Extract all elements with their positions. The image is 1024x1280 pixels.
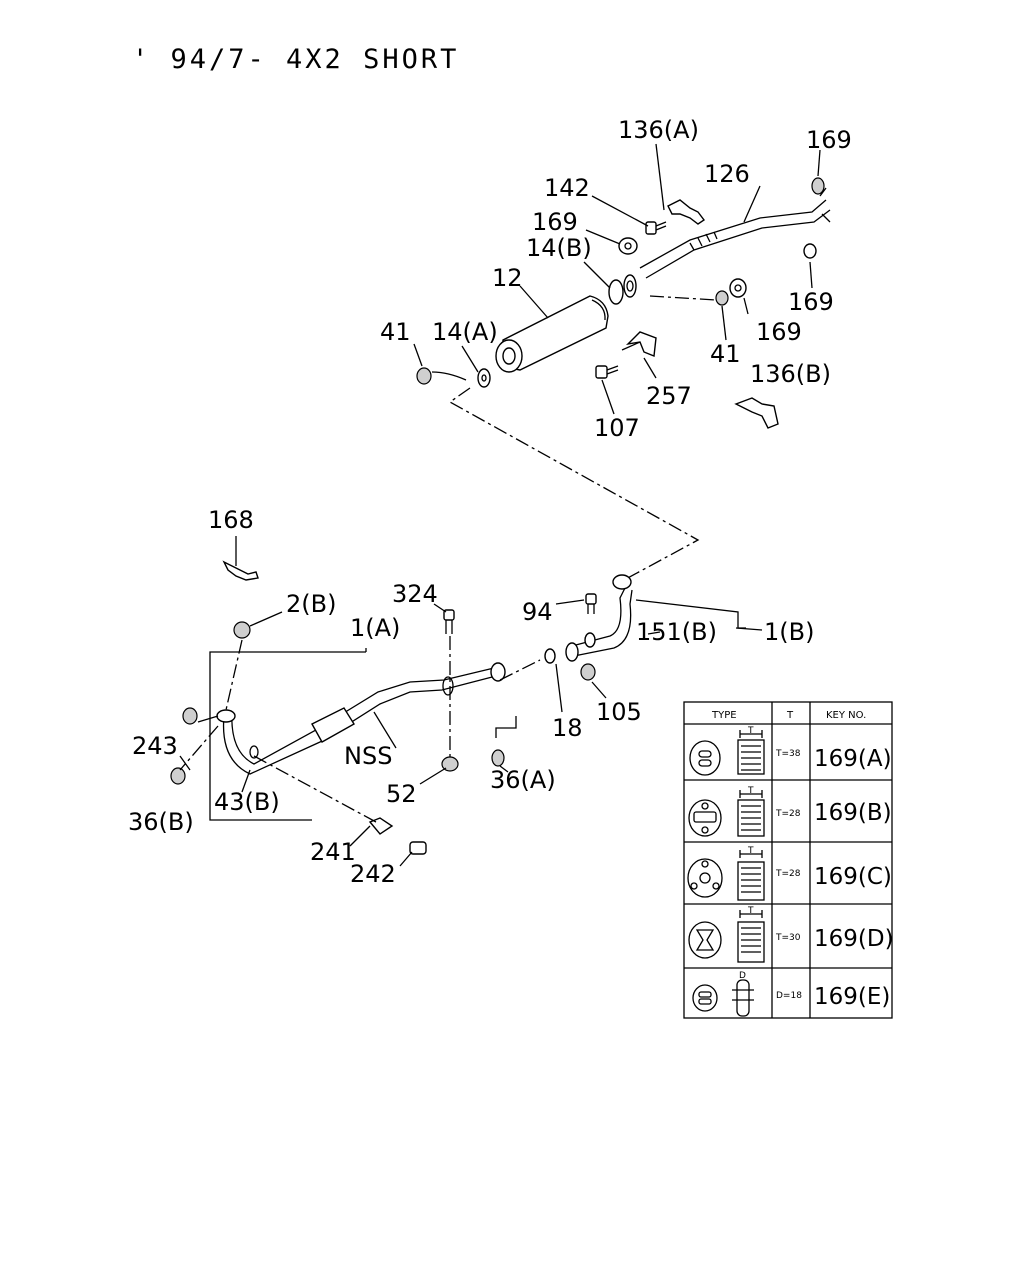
hanger-rubber-169-left xyxy=(618,237,638,255)
hanger-type-b-icon: T xyxy=(688,786,765,837)
nut-105 xyxy=(580,663,596,681)
table-key-row-1: 169(A) xyxy=(814,746,892,772)
table-t-row-3: T=28 xyxy=(775,869,801,879)
callout-94: 94 xyxy=(522,598,553,626)
table-key-row-2: 169(B) xyxy=(814,800,892,826)
hanger-rubber-169-right2 xyxy=(803,243,817,259)
callout-142: 142 xyxy=(544,174,590,202)
table-key-row-5: 169(E) xyxy=(814,984,890,1010)
callout-241: 241 xyxy=(310,838,356,866)
hanger-type-table: TYPE T KEY NO. T T xyxy=(683,701,894,1019)
bracket-136b xyxy=(734,397,779,429)
table-header-key-no: KEY NO. xyxy=(826,710,866,721)
callout-136a: 136(A) xyxy=(618,116,699,144)
table-t-row-1: T=38 xyxy=(775,749,801,759)
callout-169-right: 169 xyxy=(788,288,834,316)
callout-1a: 1(A) xyxy=(350,614,400,642)
callout-126: 126 xyxy=(704,160,750,188)
bolt-142 xyxy=(645,221,667,235)
callout-168: 168 xyxy=(208,506,254,534)
front-pipe-1a xyxy=(216,662,506,775)
callout-41-left: 41 xyxy=(380,318,411,346)
svg-text:T: T xyxy=(747,726,754,736)
callout-14b: 14(B) xyxy=(526,234,592,262)
gasket-14a xyxy=(477,368,491,388)
svg-text:T: T xyxy=(747,846,754,856)
gasket-18 xyxy=(544,648,556,664)
callout-2b: 2(B) xyxy=(286,590,336,618)
nut-2b xyxy=(233,621,251,639)
callout-nss: NSS xyxy=(344,742,392,770)
nut-36b xyxy=(170,767,186,785)
nut-243 xyxy=(182,707,198,725)
hanger-type-e-icon: D xyxy=(692,971,754,1017)
callout-36b: 36(B) xyxy=(128,808,194,836)
diagram-title: ' 94/7- 4X2 SHORT xyxy=(132,44,459,75)
table-t-row-2: T=28 xyxy=(775,809,801,819)
callout-14a: 14(A) xyxy=(432,318,498,346)
callout-43b: 43(B) xyxy=(214,788,280,816)
table-key-row-3: 169(C) xyxy=(814,864,892,890)
callout-169-right-lower: 169 xyxy=(756,318,802,346)
hanger-type-d-icon: T xyxy=(688,906,765,963)
bracket-257 xyxy=(621,331,657,357)
svg-text:T: T xyxy=(747,906,754,916)
callout-36a: 36(A) xyxy=(490,766,556,794)
tail-pipe-126 xyxy=(639,187,831,279)
callout-41-right: 41 xyxy=(710,340,741,368)
upper-leader-lines xyxy=(413,143,821,581)
pipe-151b xyxy=(565,574,633,662)
callout-257: 257 xyxy=(646,382,692,410)
nut-41-right xyxy=(715,290,729,306)
bolt-324 xyxy=(443,609,455,634)
svg-text:D: D xyxy=(739,971,746,981)
bolt-107 xyxy=(595,365,619,379)
gasket-14b xyxy=(608,274,637,305)
table-t-row-5: D=18 xyxy=(776,991,802,1001)
callout-242: 242 xyxy=(350,860,396,888)
hanger-rubber-169-right1 xyxy=(729,278,747,298)
nut-41-left xyxy=(416,367,432,385)
callout-12: 12 xyxy=(492,264,523,292)
callout-18: 18 xyxy=(552,714,583,742)
lower-leader-lines xyxy=(179,599,763,867)
hanger-type-c-icon: T xyxy=(687,846,765,901)
callout-169-left: 169 xyxy=(532,208,578,236)
bolt-242 xyxy=(409,841,427,855)
clip-168 xyxy=(222,536,259,581)
bracket-136a xyxy=(667,199,706,225)
callout-107: 107 xyxy=(594,414,640,442)
callout-52: 52 xyxy=(386,780,417,808)
callout-136b: 136(B) xyxy=(750,360,831,388)
table-header-t: T xyxy=(786,710,794,721)
callout-243: 243 xyxy=(132,732,178,760)
svg-text:T: T xyxy=(747,786,754,796)
callout-169-top: 169 xyxy=(806,126,852,154)
callout-1b: 1(B) xyxy=(764,618,814,646)
callout-105: 105 xyxy=(596,698,642,726)
table-header-type: TYPE xyxy=(711,710,737,721)
nut-36a xyxy=(491,749,505,767)
muffler-12 xyxy=(495,295,609,373)
hanger-type-a-icon: T xyxy=(689,726,765,776)
bolt-94 xyxy=(585,593,597,614)
table-key-row-4: 169(D) xyxy=(814,926,894,952)
hanger-rubber-169-top xyxy=(811,177,825,195)
table-t-row-4: T=30 xyxy=(775,933,801,943)
callout-324: 324 xyxy=(392,580,438,608)
callout-151b: 151(B) xyxy=(636,618,717,646)
